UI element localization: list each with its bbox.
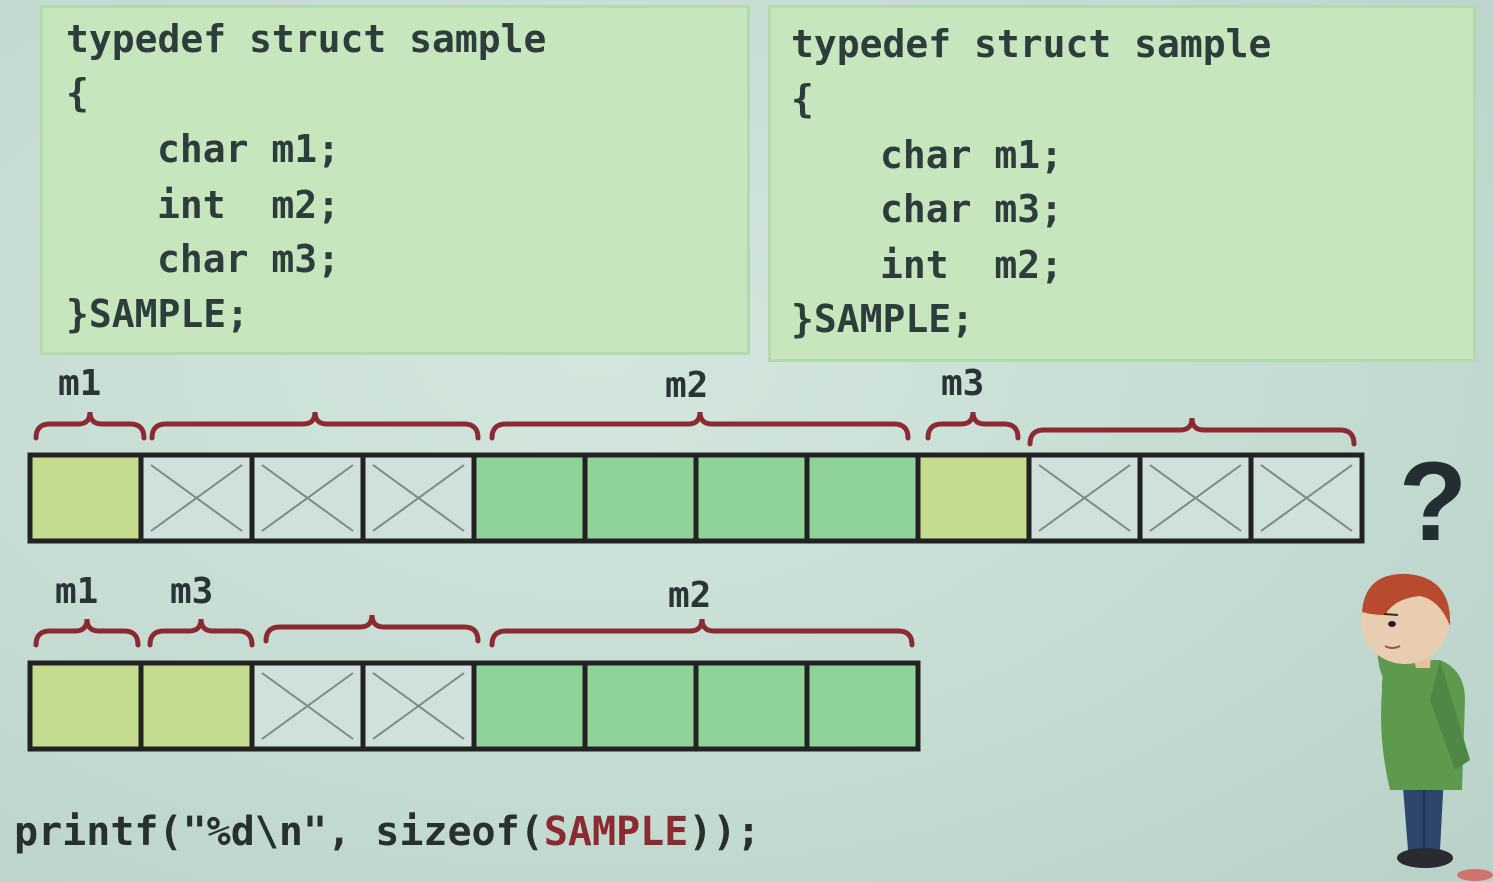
brace-group [33, 411, 1357, 648]
padding-cross [372, 464, 465, 532]
memory-row-2 [27, 660, 921, 752]
padding-cross [1260, 464, 1353, 532]
padding-cross [372, 672, 465, 740]
padding-cross [1038, 464, 1131, 532]
member-label-m2: m2 [665, 365, 709, 406]
brace-m2 [489, 618, 915, 648]
data-byte-cell [471, 452, 588, 544]
code-line: typedef struct sample [791, 22, 1272, 66]
memory-row-1 [27, 452, 1365, 544]
code-line: { [791, 77, 814, 121]
code-line: char m3; [880, 187, 1064, 231]
brace-padding [149, 411, 481, 441]
member-label-m2: m2 [668, 575, 712, 616]
brace-padding [1027, 417, 1357, 447]
printf-prefix: printf("%d\n", sizeof( [14, 809, 544, 855]
data-byte-cell [27, 660, 144, 752]
brace-m2 [489, 411, 911, 441]
brace-m1 [33, 618, 141, 648]
padding-cross [261, 464, 354, 532]
padding-cross [261, 672, 354, 740]
code-line: { [66, 71, 89, 115]
code-line: char m3; [157, 237, 341, 281]
code-line: }SAMPLE; [66, 292, 250, 336]
code-line: typedef struct sample [66, 17, 547, 61]
data-byte-cell [27, 452, 144, 544]
brace-padding [263, 614, 481, 644]
brace-m3 [925, 411, 1021, 441]
question-mark-icon: ? [1399, 439, 1467, 564]
member-label-m1: m1 [58, 363, 102, 404]
code-line: }SAMPLE; [791, 297, 975, 341]
member-label-m3: m3 [170, 571, 214, 612]
data-byte-cell [693, 660, 810, 752]
data-byte-cell [471, 660, 588, 752]
printf-suffix: )); [688, 809, 761, 855]
brace-m3 [147, 618, 255, 648]
code-line: int m2; [157, 183, 341, 227]
code-line: char m1; [880, 133, 1064, 177]
data-byte-cell [582, 452, 699, 544]
printf-statement: printf("%d\n", sizeof(SAMPLE)); [14, 812, 761, 852]
member-label-m1: m1 [55, 571, 99, 612]
data-byte-cell [915, 452, 1032, 544]
code-panel-left: typedef struct sample { char m1; int m2;… [40, 5, 750, 355]
padding-cross [1149, 464, 1242, 532]
code-panel-right: typedef struct sample { char m1; char m3… [768, 5, 1476, 362]
thinking-person-icon [1361, 573, 1493, 881]
code-line: int m2; [880, 243, 1064, 287]
data-byte-cell [582, 660, 699, 752]
data-byte-cell [804, 660, 921, 752]
printf-highlight: SAMPLE [543, 809, 689, 855]
data-byte-cell [804, 452, 921, 544]
data-byte-cell [693, 452, 810, 544]
data-byte-cell [138, 660, 255, 752]
member-label-m3: m3 [941, 363, 985, 404]
brace-m1 [33, 411, 147, 441]
padding-cross [150, 464, 243, 532]
code-line: char m1; [157, 127, 341, 171]
